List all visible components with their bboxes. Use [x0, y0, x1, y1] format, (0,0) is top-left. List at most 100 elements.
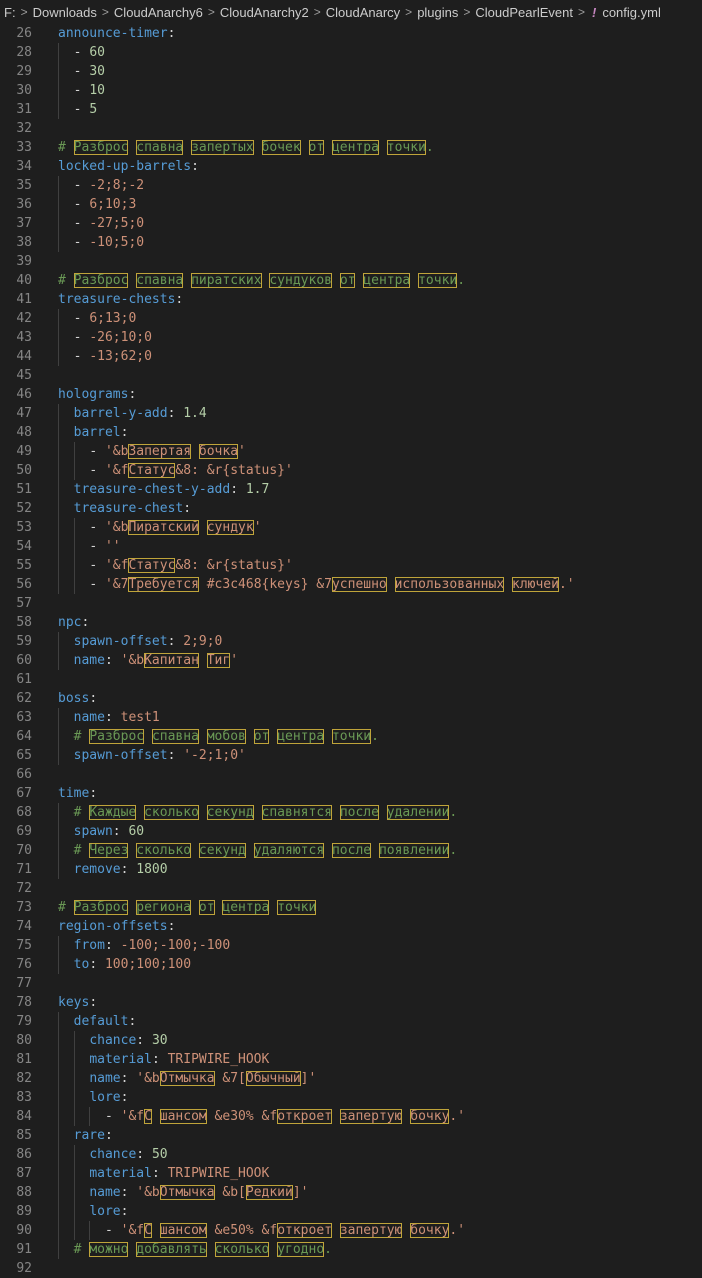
breadcrumb-item[interactable]: plugins — [417, 4, 459, 20]
code-token: - — [104, 1109, 121, 1124]
code-line[interactable]: 30 - 10 — [0, 81, 702, 100]
code-line[interactable]: 53 - '&bПиратский сундук' — [0, 518, 702, 537]
code-line[interactable]: 36 - 6;10;3 — [0, 195, 702, 214]
code-line[interactable]: 72 — [0, 879, 702, 898]
code-line[interactable]: 83 lore: — [0, 1088, 702, 1107]
code-line[interactable]: 54 - '' — [0, 537, 702, 556]
code-line[interactable]: 42 - 6;13;0 — [0, 309, 702, 328]
breadcrumb-item[interactable]: Downloads — [32, 4, 97, 20]
breadcrumb-item[interactable]: CloudAnarchy2 — [219, 4, 309, 20]
code-token: : — [128, 1014, 137, 1029]
code-token: from — [73, 938, 105, 953]
line-number: 57 — [16, 596, 32, 611]
indent-space — [58, 729, 74, 744]
breadcrumb-item[interactable]: CloudPearlEvent — [475, 4, 573, 20]
code-line[interactable]: 91 # можно добавлять сколько угодно. — [0, 1240, 702, 1259]
code-line[interactable]: 45 — [0, 366, 702, 385]
code-line[interactable]: 63 name: test1 — [0, 708, 702, 727]
code-line[interactable]: 80 chance: 30 — [0, 1031, 702, 1050]
code-line[interactable]: 82 name: '&bОтмычка &7[Обычный]' — [0, 1069, 702, 1088]
code-line[interactable]: 40# Разброс спавна пиратских сундуков от… — [0, 271, 702, 290]
code-content: name: '&bКапитан Тиг' — [58, 651, 702, 670]
code-line[interactable]: 31 - 5 — [0, 100, 702, 119]
highlighted-word: секунд — [198, 843, 246, 858]
code-line[interactable]: 90 - '&fС шансом &e50% &fоткроет заперту… — [0, 1221, 702, 1240]
code-line[interactable]: 89 lore: — [0, 1202, 702, 1221]
highlighted-word: Каждые — [89, 805, 137, 820]
code-line[interactable]: 55 - '&fСтатус&8: &r{status}' — [0, 556, 702, 575]
code-content: - 30 — [58, 62, 702, 81]
code-line[interactable]: 87 material: TRIPWIRE_HOOK — [0, 1164, 702, 1183]
code-line[interactable]: 50 - '&fСтатус&8: &r{status}' — [0, 461, 702, 480]
line-number: 31 — [16, 102, 32, 117]
code-line[interactable]: 60 name: '&bКапитан Тиг' — [0, 651, 702, 670]
indent-guide — [73, 1164, 75, 1183]
code-line[interactable]: 39 — [0, 252, 702, 271]
code-line[interactable]: 85 rare: — [0, 1126, 702, 1145]
breadcrumb-item[interactable]: config.yml — [602, 4, 661, 20]
code-line[interactable]: 28 - 60 — [0, 43, 702, 62]
code-line[interactable]: 59 spawn-offset: 2;9;0 — [0, 632, 702, 651]
code-line[interactable]: 84 - '&fС шансом &e30% &fоткроет заперту… — [0, 1107, 702, 1126]
code-line[interactable]: 49 - '&bЗапертая бочка' — [0, 442, 702, 461]
highlighted-word: использованных — [394, 577, 505, 592]
code-line[interactable]: 29 - 30 — [0, 62, 702, 81]
code-content: barrel: — [58, 423, 702, 442]
code-line[interactable]: 57 — [0, 594, 702, 613]
code-line[interactable]: 61 — [0, 670, 702, 689]
code-line[interactable]: 38 - -10;5;0 — [0, 233, 702, 252]
indent-space — [58, 425, 74, 440]
code-line[interactable]: 52 treasure-chest: — [0, 499, 702, 518]
indent-guide — [58, 841, 59, 860]
code-line[interactable]: 92 — [0, 1259, 702, 1278]
code-line[interactable]: 64 # Разброс спавна мобов от центра точк… — [0, 727, 702, 746]
code-line[interactable]: 70 # Через сколько секунд удаляются посл… — [0, 841, 702, 860]
code-line[interactable]: 69 spawn: 60 — [0, 822, 702, 841]
code-line[interactable]: 75 from: -100;-100;-100 — [0, 936, 702, 955]
code-line[interactable]: 33# Разброс спавна запертых бочек от цен… — [0, 138, 702, 157]
indent-guide — [58, 195, 59, 214]
line-number: 73 — [16, 900, 32, 915]
indent-guide — [73, 1221, 75, 1240]
indent-space — [58, 45, 74, 60]
breadcrumb-item[interactable]: F: — [4, 4, 16, 20]
code-line[interactable]: 66 — [0, 765, 702, 784]
highlighted-word: Требуется — [128, 577, 199, 592]
code-line[interactable]: 76 to: 100;100;100 — [0, 955, 702, 974]
code-line[interactable]: 73# Разброс региона от центра точки — [0, 898, 702, 917]
code-line[interactable]: 71 remove: 1800 — [0, 860, 702, 879]
highlighted-word: точки — [331, 729, 372, 744]
code-line[interactable]: 88 name: '&bОтмычка &b[Редкий]' — [0, 1183, 702, 1202]
code-token: ]' — [300, 1071, 317, 1086]
code-line[interactable]: 44 - -13;62;0 — [0, 347, 702, 366]
code-line[interactable]: 79 default: — [0, 1012, 702, 1031]
code-line[interactable]: 32 — [0, 119, 702, 138]
code-line[interactable]: 65 spawn-offset: '-2;1;0' — [0, 746, 702, 765]
line-number: 81 — [16, 1052, 32, 1067]
code-line[interactable]: 81 material: TRIPWIRE_HOOK — [0, 1050, 702, 1069]
code-line[interactable]: 51 treasure-chest-y-add: 1.7 — [0, 480, 702, 499]
breadcrumb-item[interactable]: CloudAnarchy6 — [113, 4, 203, 20]
code-token: : — [136, 1147, 152, 1162]
indent-space — [58, 1128, 74, 1143]
code-line[interactable]: 68 # Каждые сколько секунд спавнятся пос… — [0, 803, 702, 822]
code-line[interactable]: 56 - '&7Требуется #c3c468{keys} &7успешн… — [0, 575, 702, 594]
code-line[interactable]: 43 - -26;10;0 — [0, 328, 702, 347]
code-line[interactable]: 37 - -27;5;0 — [0, 214, 702, 233]
code-line[interactable]: 77 — [0, 974, 702, 993]
code-line[interactable]: 86 chance: 50 — [0, 1145, 702, 1164]
code-line[interactable]: 47 barrel-y-add: 1.4 — [0, 404, 702, 423]
breadcrumb-item[interactable]: CloudAnarcy — [325, 4, 401, 20]
code-line[interactable]: 48 barrel: — [0, 423, 702, 442]
code-line[interactable]: 35 - -2;8;-2 — [0, 176, 702, 195]
